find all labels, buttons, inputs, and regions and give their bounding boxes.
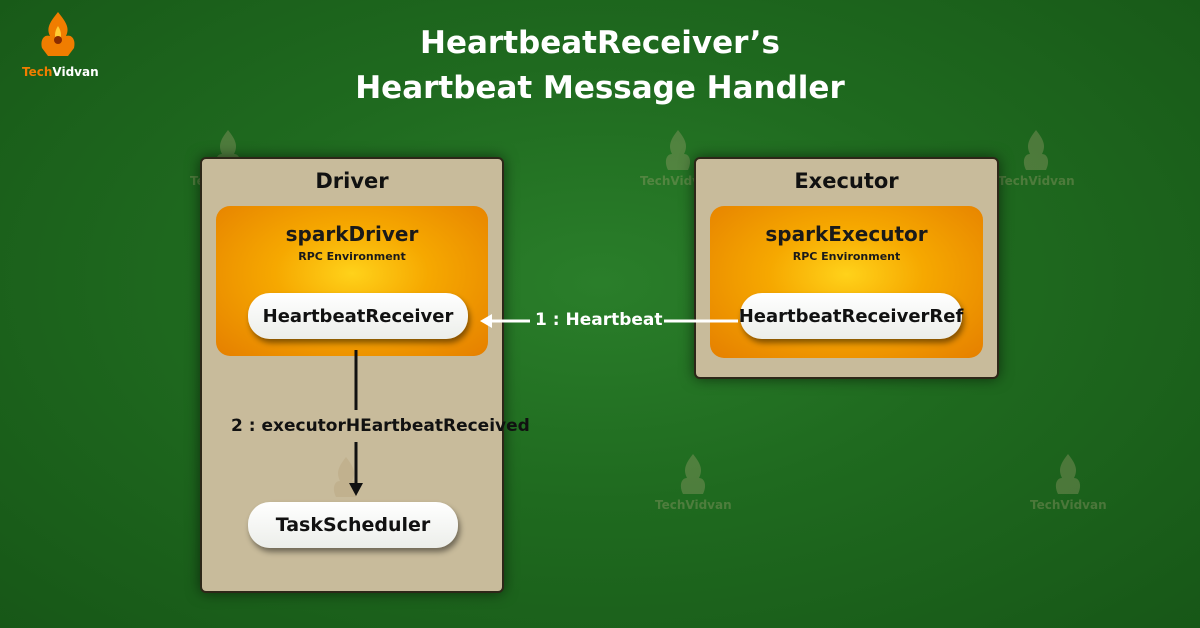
executor-panel: Executor sparkExecutor RPC Environment H… bbox=[694, 157, 999, 379]
spark-driver-title: sparkDriver bbox=[285, 222, 419, 246]
heartbeat-message-label: 1 : Heartbeat bbox=[535, 310, 663, 330]
spark-executor-title: sparkExecutor bbox=[765, 222, 928, 246]
page-title-line1: HeartbeatReceiver’s bbox=[420, 25, 780, 61]
watermark: TechVidvan bbox=[998, 128, 1088, 208]
heartbeat-receiver-ref-node[interactable]: HeartbeatReceiverRef bbox=[739, 293, 963, 339]
task-scheduler-node[interactable]: TaskScheduler bbox=[248, 502, 458, 548]
heartbeat-receiver-node[interactable]: HeartbeatReceiver bbox=[248, 293, 468, 339]
spark-driver-subtitle: RPC Environment bbox=[298, 250, 406, 263]
executor-title: Executor bbox=[794, 169, 899, 193]
page-title-line2: Heartbeat Message Handler bbox=[355, 70, 845, 106]
spark-executor-subtitle: RPC Environment bbox=[792, 250, 901, 263]
logo-text: TechVidvan bbox=[22, 65, 99, 79]
received-message-label: 2 : executorHEartbeatReceived bbox=[231, 416, 530, 436]
flame-icon bbox=[41, 12, 75, 56]
driver-panel: Driver TechVidvan sparkDriver RPC Enviro… bbox=[200, 157, 504, 593]
watermark: TechVidvan bbox=[655, 452, 745, 532]
heartbeat-arrow-head bbox=[480, 314, 492, 328]
driver-title: Driver bbox=[315, 169, 389, 193]
techvidvan-logo: TechVidvan bbox=[10, 10, 100, 79]
watermark: TechVidvan bbox=[1030, 452, 1120, 532]
received-arrow-head bbox=[349, 483, 363, 496]
